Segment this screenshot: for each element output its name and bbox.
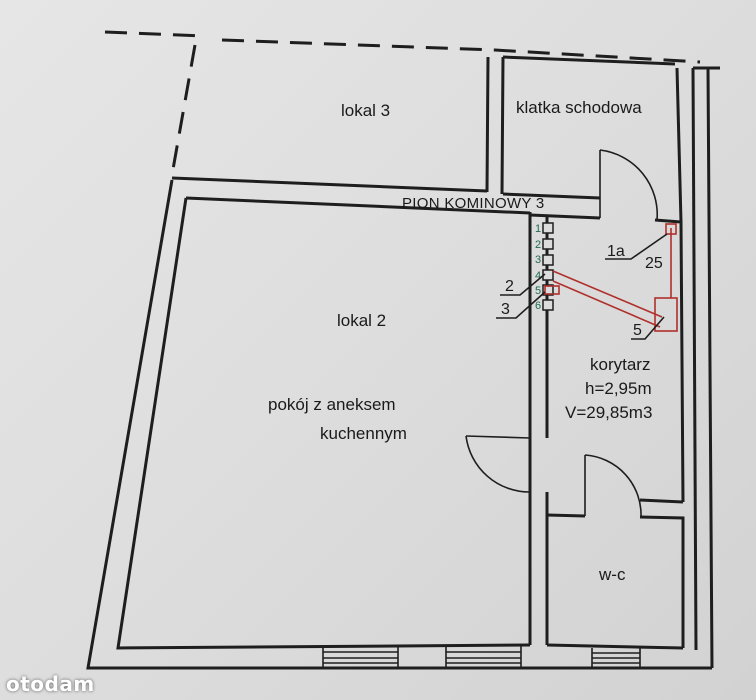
wall-wc-bottom [546, 643, 684, 650]
room-label-wc: w-c [598, 565, 626, 584]
wall-wc-top-left [546, 513, 586, 518]
flue-number-1: 1 [535, 223, 541, 235]
property-boundary-dashed-left [170, 44, 197, 176]
flue-3 [542, 254, 554, 266]
gas-vent-connection [544, 223, 678, 332]
callout-5: 5 [633, 322, 642, 339]
wall-right-inner [691, 67, 698, 651]
callout-25: 25 [645, 255, 663, 272]
wall-wc-top-right [639, 515, 685, 648]
flue-number-2: 2 [535, 239, 541, 251]
callout-3-leader [496, 291, 546, 319]
wall-klatka-top [502, 55, 676, 66]
flue-2 [542, 238, 554, 250]
property-boundary-dashed-top [221, 38, 701, 64]
room-label-lokal3: lokal 3 [341, 101, 390, 120]
callout-2-leader [500, 273, 546, 296]
flue-number-4: 4 [535, 270, 541, 282]
wall-apartment-inner [116, 197, 531, 650]
callout-1a: 1a [607, 243, 625, 260]
flue-number-6: 6 [535, 300, 541, 312]
wall-right-outer [706, 67, 714, 669]
pion-kominowy-label: PION KOMINOWY 3 [402, 195, 545, 212]
gas-meter [665, 223, 677, 235]
flue-openings: 1 2 3 4 5 6 [535, 222, 554, 312]
vent-pipe-upper [552, 270, 663, 318]
wall-klatka-bottom [502, 192, 601, 200]
wall-klatka-left [500, 56, 505, 195]
korytarz-height: h=2,95m [585, 379, 652, 398]
otodam-watermark: otodam [6, 672, 95, 696]
room-label-pokoj-line1: pokój z aneksem [268, 395, 396, 414]
flue-number-5: 5 [535, 285, 541, 297]
flue-number-3: 3 [535, 254, 541, 266]
room-label-lokal2: lokal 2 [337, 311, 386, 330]
window-lokal2 [322, 645, 399, 668]
window-lokal2-right [445, 645, 522, 668]
vent-pipe-lower [552, 280, 661, 328]
flue-5 [542, 284, 554, 296]
wall-lokal3-bottom [171, 176, 488, 193]
callout-1a-leader [605, 233, 668, 260]
callout-2: 2 [505, 278, 514, 295]
korytarz-volume: V=29,85m3 [565, 403, 652, 422]
wall-shaft-top [529, 213, 601, 220]
door-room-swing [465, 435, 531, 493]
callout-5-leader [631, 316, 665, 340]
wall-corridor-bottom [639, 498, 684, 504]
callout-3: 3 [501, 301, 510, 318]
boiler-appliance [654, 297, 678, 332]
room-label-klatka-schodowa: klatka schodowa [516, 98, 642, 117]
door-room-leaf [465, 435, 531, 439]
flue-6 [542, 299, 554, 311]
window-wc [591, 648, 641, 668]
wall-corridor-right [654, 218, 685, 503]
room-label-korytarz: korytarz [590, 355, 650, 374]
wall-klatka-right [675, 67, 683, 223]
door-corridor-top-swing [599, 149, 659, 221]
flue-1 [542, 222, 554, 234]
wall-lokal2-top [185, 196, 531, 215]
vent-inlet [544, 285, 560, 295]
room-label-pokoj-line2: kuchennym [320, 424, 407, 443]
wall-apartment-outer [86, 179, 712, 670]
property-boundary-dashed-top-left [104, 30, 206, 38]
wall-lokal3-right-outer [485, 56, 490, 193]
door-wc-swing [584, 454, 642, 518]
